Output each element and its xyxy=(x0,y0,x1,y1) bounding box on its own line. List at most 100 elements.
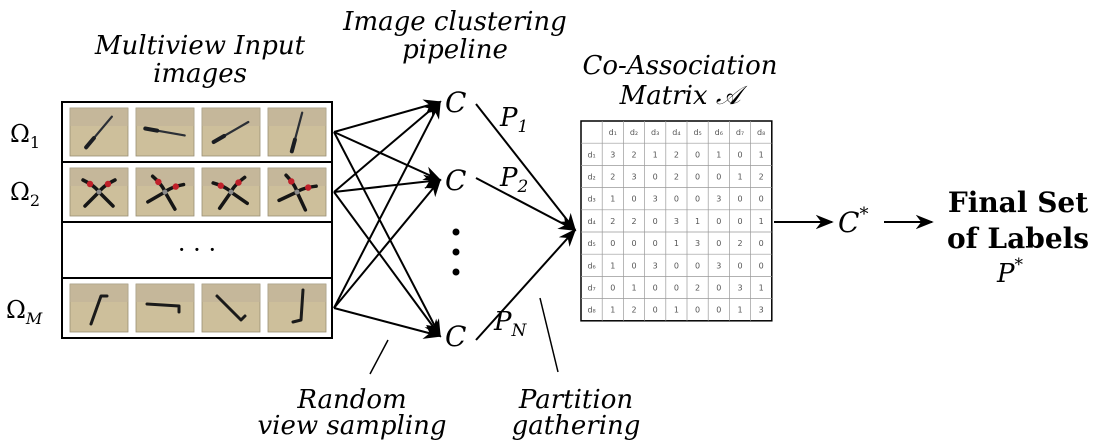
matrix-cell: 0 xyxy=(653,239,658,248)
matrix-col-header: d₃ xyxy=(651,128,659,137)
matrix-cell: 0 xyxy=(737,195,742,204)
matrix-row-header: d₈ xyxy=(587,306,595,315)
matrix-cell: 3 xyxy=(759,306,764,315)
matrix-cell: 2 xyxy=(631,150,636,159)
matrix-cell: 3 xyxy=(610,150,615,159)
matrix-col-header: d₄ xyxy=(672,128,680,137)
matrix-cell: 2 xyxy=(674,173,679,182)
matrix-row-header: d₆ xyxy=(587,261,595,270)
matrix-cell: 2 xyxy=(674,150,679,159)
matrix-cell: 2 xyxy=(759,173,764,182)
matrix-cell: 2 xyxy=(610,217,615,226)
matrix-cell: 0 xyxy=(631,195,636,204)
random-title-2: view sampling xyxy=(257,411,446,441)
matrix-cell: 0 xyxy=(631,261,636,270)
thumbnails-screwdriver xyxy=(69,107,327,157)
matrix-cell: 1 xyxy=(610,306,615,315)
matrix-cell: 1 xyxy=(737,306,742,315)
matrix-col-header: d₆ xyxy=(715,128,723,137)
partition-arrows xyxy=(475,103,577,341)
matrix-cell: 1 xyxy=(674,239,679,248)
matrix-cell: 3 xyxy=(653,195,658,204)
matrix-cell: 0 xyxy=(610,239,615,248)
partition-title-2: gathering xyxy=(512,411,641,441)
clusterer-2: C xyxy=(445,164,466,197)
vertical-dot-1 xyxy=(452,228,460,236)
matrix-cell: 1 xyxy=(653,150,658,159)
matrix-col-header: d₈ xyxy=(757,128,765,137)
thumbnails-allen-key xyxy=(69,283,327,333)
matrix-cell: 3 xyxy=(695,239,700,248)
matrix-cell: 0 xyxy=(695,150,700,159)
matrix-row-header: d₂ xyxy=(587,173,595,182)
matrix-cell: 3 xyxy=(716,261,721,270)
matrix-cell: 0 xyxy=(653,306,658,315)
matrix-cell: 1 xyxy=(737,173,742,182)
random-title-1: Random xyxy=(296,385,406,415)
view-label-omega-2: Ω2 xyxy=(10,178,40,210)
matrix-cell: 0 xyxy=(716,284,721,293)
matrix-cell: 0 xyxy=(716,239,721,248)
matrix-cell: 1 xyxy=(631,284,636,293)
matrix-col-header: d₅ xyxy=(693,128,701,137)
matrix-cell: 1 xyxy=(759,150,764,159)
partition-p2: P2 xyxy=(499,163,528,197)
clusterer-n: C xyxy=(445,320,466,353)
final-title-1: Final Set xyxy=(948,186,1088,219)
matrix-cell: 1 xyxy=(674,306,679,315)
matrix-row-header: d₁ xyxy=(587,150,595,159)
thumbnails-pliers xyxy=(69,167,327,217)
matrix-cell: 0 xyxy=(674,261,679,270)
matrix-cell: 2 xyxy=(631,217,636,226)
matrix-cell: 0 xyxy=(759,261,764,270)
matrix-cell: 3 xyxy=(674,217,679,226)
matrix-cell: 0 xyxy=(759,195,764,204)
matrix-cell: 1 xyxy=(610,195,615,204)
matrix-cell: 0 xyxy=(653,217,658,226)
matrix-cell: 3 xyxy=(716,195,721,204)
partition-p1: P1 xyxy=(499,103,528,137)
matrix-row-header: d₅ xyxy=(587,239,595,248)
pipeline-title-1: Image clustering xyxy=(342,7,567,37)
matrix-col-header: d₇ xyxy=(736,128,744,137)
coassoc-title-2: Matrix 𝒜 xyxy=(619,81,748,111)
matrix-cell: 1 xyxy=(716,150,721,159)
matrix-cell: 0 xyxy=(759,239,764,248)
matrix-cell: 0 xyxy=(631,239,636,248)
matrix-col-header: d₂ xyxy=(630,128,638,137)
input-images-table: · · · xyxy=(61,101,333,339)
matrix-cell: 0 xyxy=(695,306,700,315)
matrix-cell: 0 xyxy=(737,217,742,226)
matrix-cell: 3 xyxy=(631,173,636,182)
pipeline-title-2: pipeline xyxy=(402,35,508,65)
random-pointer xyxy=(369,339,389,375)
coassociation-matrix: d₁ d₁ d₂ d₂ d₃ d₃ d₄ d₄ d₅ d₅ d₆ d₆ d₇ d₇ d₈ d₈ 3 2 1 2 0 1 0 1… xyxy=(580,120,773,322)
matrix-cell: 2 xyxy=(631,306,636,315)
matrix-cell: 1 xyxy=(759,284,764,293)
matrix-cell: 0 xyxy=(716,306,721,315)
view-label-omega-m: ΩM xyxy=(6,296,43,328)
partition-pointer xyxy=(539,297,559,373)
consensus-cstar: C* xyxy=(838,204,868,239)
matrix-col-header: d₁ xyxy=(609,128,617,137)
matrix-cell: 0 xyxy=(674,284,679,293)
matrix-cell: 1 xyxy=(759,217,764,226)
matrix-cell: 0 xyxy=(737,261,742,270)
clusterer-1: C xyxy=(445,86,466,119)
matrix-cell: 0 xyxy=(653,284,658,293)
coassoc-title-1: Co-Association xyxy=(583,51,778,81)
vertical-dot-2 xyxy=(452,248,460,256)
ellipsis-row: · · · xyxy=(178,236,216,264)
matrix-cell: 0 xyxy=(716,217,721,226)
matrix-cell: 3 xyxy=(737,284,742,293)
matrix-row-header: d₇ xyxy=(587,284,595,293)
partition-pn: PN xyxy=(493,307,528,341)
matrix-cell: 1 xyxy=(610,261,615,270)
matrix-cell: 2 xyxy=(737,239,742,248)
matrix-cell: 2 xyxy=(695,284,700,293)
matrix-row-header: d₃ xyxy=(587,195,595,204)
input-images-title-1: Multiview Input xyxy=(94,31,306,61)
matrix-cell: 0 xyxy=(674,195,679,204)
matrix-cell: 0 xyxy=(653,173,658,182)
matrix-row-header: d₄ xyxy=(587,217,595,226)
